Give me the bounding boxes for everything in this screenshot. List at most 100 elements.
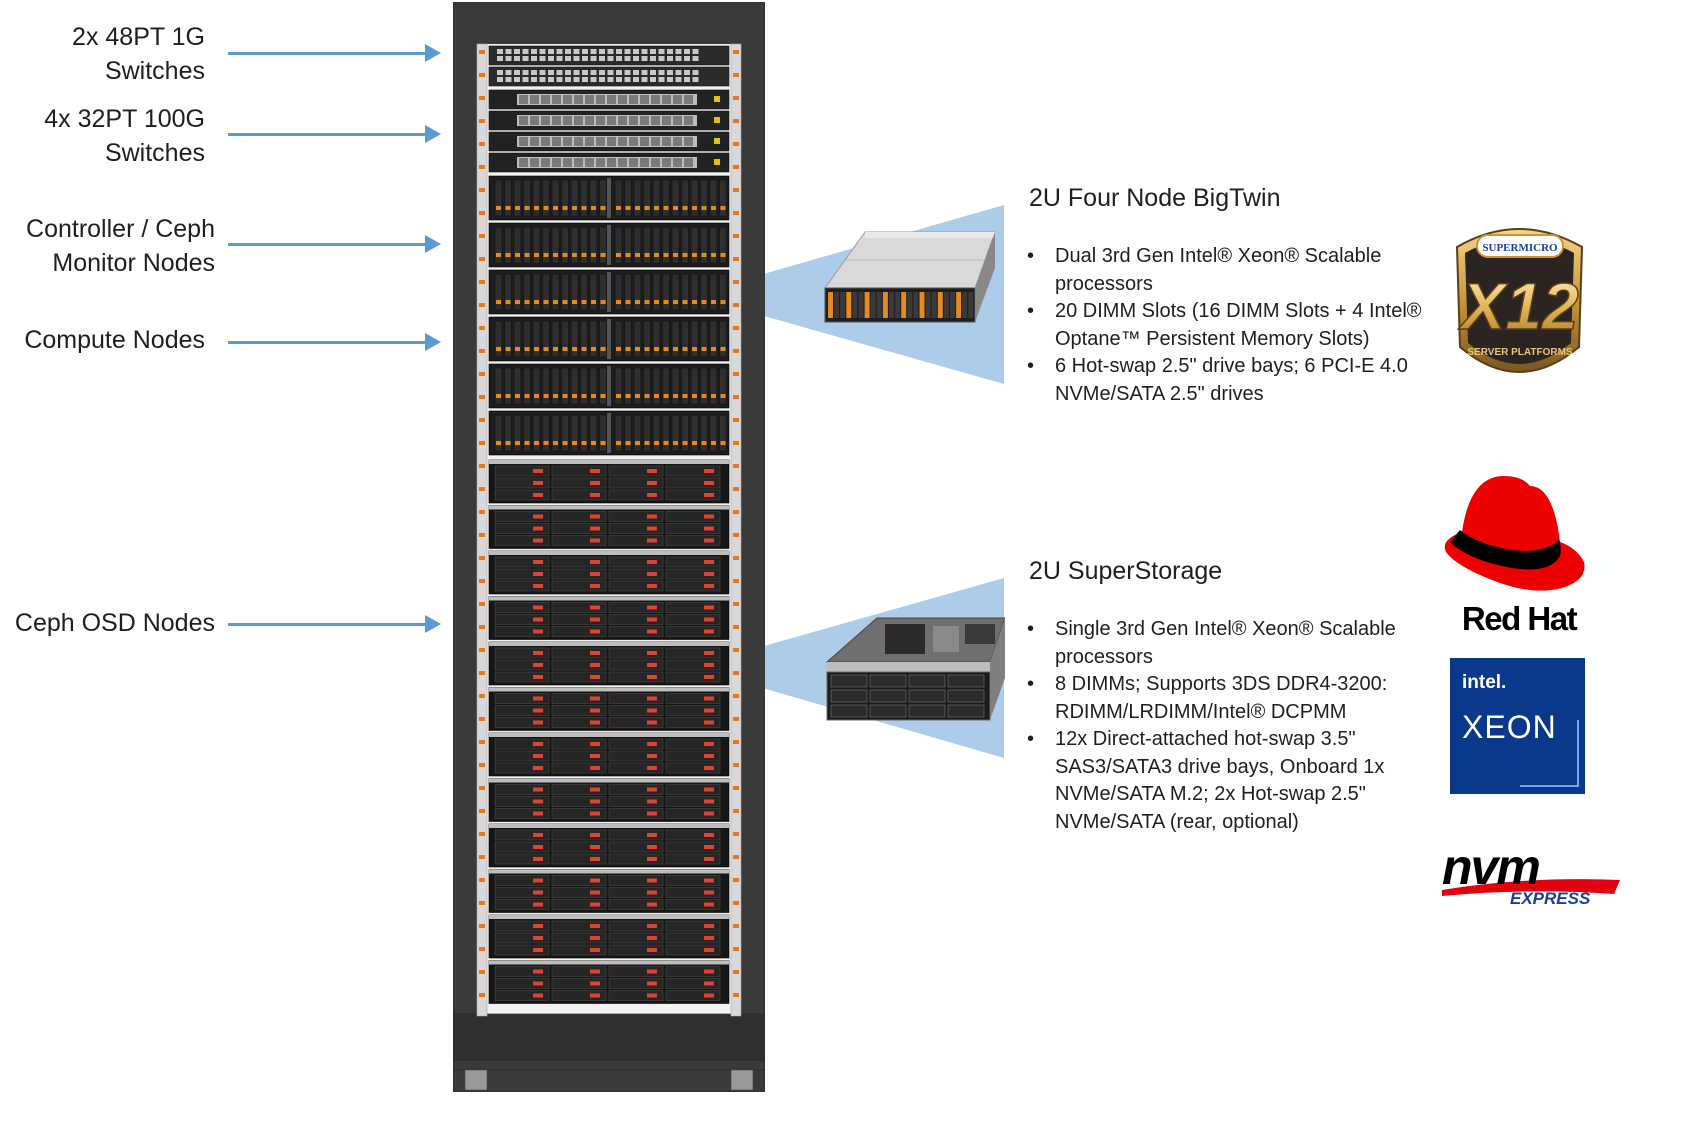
rail-marker [479, 441, 485, 445]
hdd-bay [551, 762, 607, 774]
switch-port [650, 49, 656, 54]
drive-bay [671, 367, 680, 405]
hdd-bay [608, 671, 664, 683]
drive-bay [633, 226, 642, 264]
hdd-bay [665, 738, 721, 750]
drive-latch [496, 441, 501, 445]
switch-port [548, 56, 554, 61]
hdd-led [533, 651, 543, 655]
hdd-led [647, 787, 657, 792]
rail-marker [479, 717, 485, 721]
switch-port [514, 77, 520, 82]
drive-bay [494, 320, 503, 358]
hdd-bay [494, 978, 550, 989]
qsfp-port [530, 137, 539, 146]
drive-bay [504, 414, 512, 452]
hdd-bay [665, 796, 721, 807]
rail-marker [479, 947, 485, 951]
rail-marker [733, 947, 739, 951]
drive-latch [581, 394, 587, 398]
switch-port [539, 77, 546, 82]
drive-latch [654, 206, 659, 210]
drive-latch [496, 253, 501, 257]
supermicro-brand-text: SUPERMICRO [1482, 242, 1558, 254]
hdd-led [590, 514, 600, 519]
drive-bay [504, 273, 512, 311]
qsfp-port [563, 137, 572, 146]
thumb-hdd-bay [947, 674, 985, 688]
rail-marker [733, 993, 739, 997]
hdd-led [533, 833, 543, 837]
drive-latch [600, 347, 606, 351]
drive-bay [570, 273, 579, 311]
hdd-led [647, 993, 657, 998]
hdd-bay [665, 671, 721, 683]
rack-plinth [453, 1059, 765, 1071]
hdd-led [647, 811, 657, 816]
drive-bay [643, 320, 651, 358]
hdd-bay [665, 966, 721, 977]
hdd-bay [665, 978, 721, 989]
label-controller-nodes: Controller / Ceph Monitor Nodes [26, 215, 215, 277]
arrow-1g-switches [228, 44, 441, 62]
drive-bay [652, 273, 661, 311]
drive-latch [562, 441, 568, 445]
drive-bay [504, 179, 512, 217]
drive-latch [635, 300, 640, 304]
hdd-bay [494, 705, 550, 716]
hdd-led [590, 572, 600, 576]
switch-port [556, 49, 563, 54]
hdd-bay [608, 523, 664, 534]
switch-port [624, 49, 631, 54]
rail-marker [733, 809, 739, 813]
node-divider [607, 272, 611, 312]
hdd-bay [665, 614, 721, 625]
qsfp-port [530, 116, 539, 125]
hdd-bay [608, 966, 664, 977]
switch-port [565, 70, 571, 75]
drive-bay [624, 414, 632, 452]
thumb-drive-bay [846, 292, 852, 318]
switch-port [599, 49, 605, 54]
drive-bay [690, 367, 699, 405]
hdd-led [704, 560, 714, 564]
rail-marker [479, 418, 485, 422]
chassis-lip [489, 960, 729, 965]
node-divider [607, 178, 611, 218]
hdd-bay [665, 647, 721, 659]
switch-port [599, 70, 605, 75]
hdd-led [647, 969, 657, 974]
nvme-logo: nvm EXPRESS [1442, 848, 1620, 908]
hdd-led [704, 742, 714, 746]
drive-bay [523, 179, 531, 217]
hdd-led [590, 538, 600, 543]
drive-bay [681, 226, 689, 264]
hdd-led [704, 629, 714, 634]
hdd-led [590, 766, 600, 770]
hdd-bay [665, 489, 721, 501]
rail-marker [479, 510, 485, 514]
hdd-led [533, 675, 543, 679]
drive-latch [496, 347, 501, 351]
switch-port [607, 77, 614, 82]
chassis-lip [489, 778, 729, 783]
switch-port [573, 49, 580, 54]
thumb-hdd-bay [869, 689, 907, 703]
hdd-bay [665, 511, 721, 522]
drive-latch [515, 300, 520, 304]
drive-latch [505, 300, 511, 304]
hdd-led [704, 708, 714, 713]
drive-bay [532, 273, 541, 311]
drive-latch [515, 206, 520, 210]
thumb-drive-bay [907, 292, 913, 318]
hdd-bay [551, 647, 607, 659]
hdd-led [647, 720, 657, 725]
qsfp-port [596, 116, 605, 125]
drive-bay [681, 320, 689, 358]
switch-port [582, 56, 588, 61]
qsfp-port [629, 95, 638, 104]
qsfp-port [684, 158, 693, 167]
hdd-led [704, 538, 714, 543]
superstorage-spec-item: 8 DIMMs; Supports 3DS DDR4-3200:RDIMM/LR… [1027, 671, 1447, 726]
drive-latch [534, 253, 539, 257]
